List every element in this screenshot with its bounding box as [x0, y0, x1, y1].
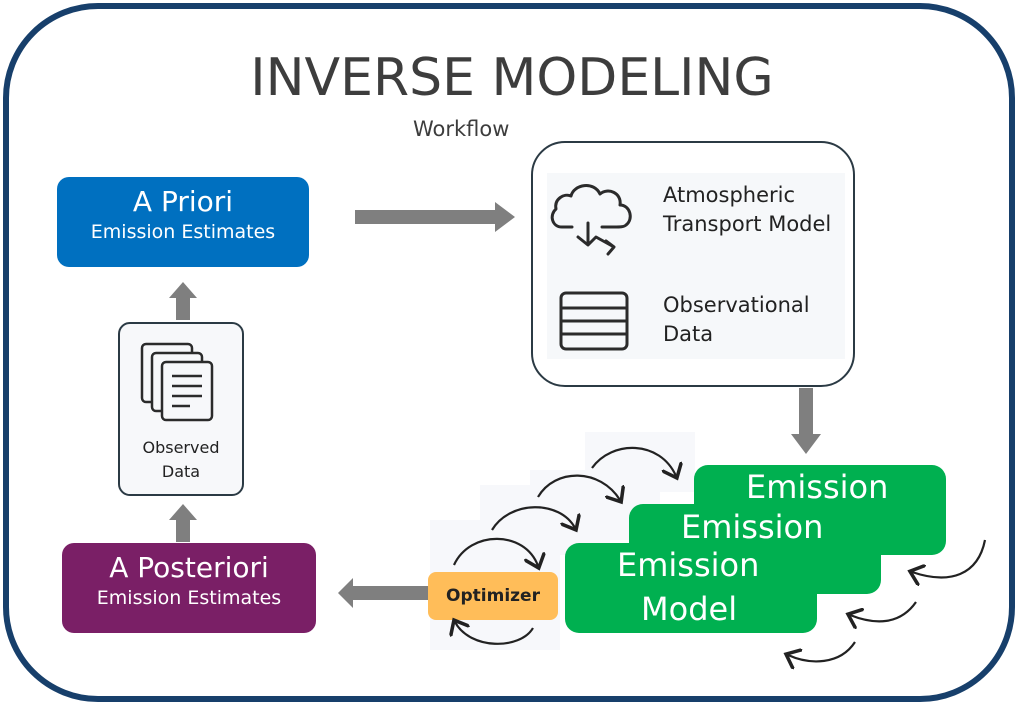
arrow-down [791, 388, 821, 454]
emission-model-front: Emission Model [565, 543, 817, 633]
observational-data-label: Observational Data [663, 293, 810, 346]
diagram-frame [3, 3, 1015, 702]
loop-arrow [912, 539, 987, 577]
loop-arrow [591, 446, 676, 476]
table-icon [559, 291, 629, 351]
page-subtitle: Workflow [413, 117, 510, 141]
loop-arrow [537, 474, 620, 500]
arrow-left [338, 578, 430, 608]
model-panel: Atmospheric Transport Model Observationa… [531, 141, 855, 387]
model-panel-inner [547, 173, 845, 359]
loop-arrow [850, 601, 917, 621]
atmospheric-transport-label: Atmospheric Transport Model [663, 183, 832, 236]
aposteriori-title: A Posteriori [109, 551, 269, 584]
arrow-up-bottom [169, 504, 197, 542]
loop-arrow [455, 622, 534, 645]
aposteriori-node: A Posteriori Emission Estimates [62, 543, 316, 633]
apriori-node: A Priori Emission Estimates [57, 177, 309, 267]
apriori-title: A Priori [132, 185, 234, 218]
apriori-subtitle: Emission Estimates [90, 221, 276, 243]
page-title: INVERSE MODELING [250, 48, 774, 108]
loop-arrow [453, 537, 538, 566]
loop-arrow [491, 506, 575, 530]
arrow-right [355, 202, 515, 232]
observed-data-node: Observed Data [118, 322, 244, 496]
loop-arrow [788, 641, 856, 661]
optimizer-node: Optimizer [428, 572, 558, 620]
aposteriori-subtitle: Emission Estimates [96, 587, 282, 609]
cloud-icon [550, 184, 632, 256]
arrow-up-top [169, 282, 197, 320]
observed-data-label: Observed Data [142, 438, 220, 481]
documents-icon [140, 342, 214, 422]
